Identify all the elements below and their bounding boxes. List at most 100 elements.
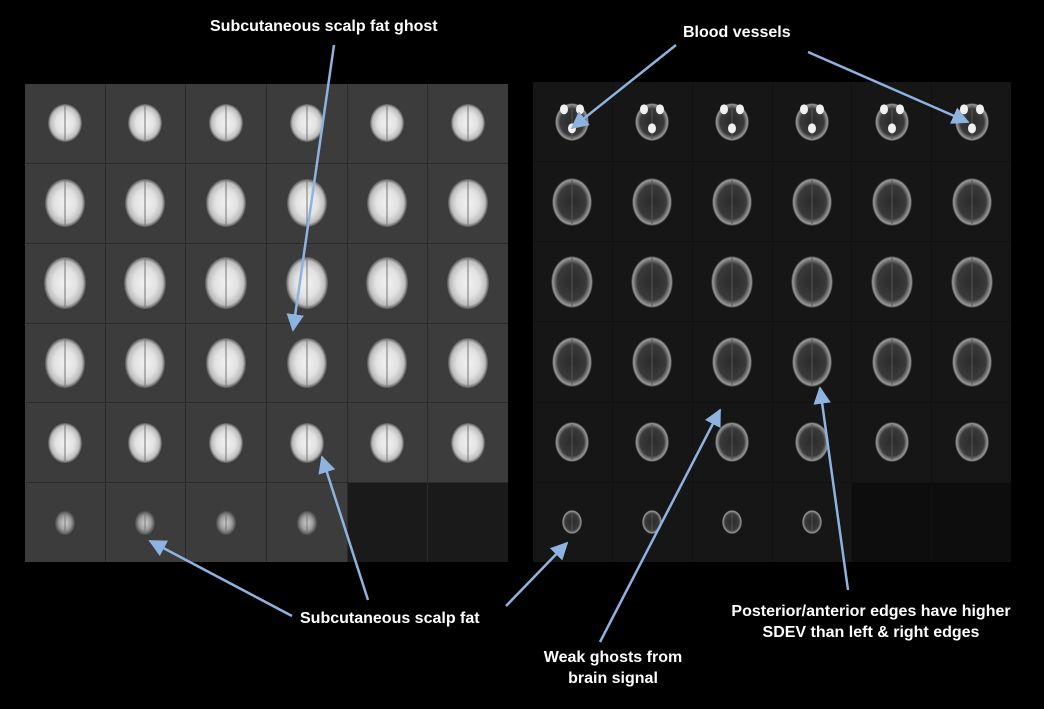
mosaic-cell	[932, 82, 1011, 162]
mosaic-cell	[772, 162, 852, 242]
sdev-image-mosaic	[533, 82, 1011, 562]
mosaic-cell	[533, 82, 612, 162]
brain-slice	[451, 422, 486, 463]
brain-slice	[47, 422, 82, 463]
brain-slice	[370, 422, 405, 463]
mosaic-cell	[852, 322, 932, 402]
brain-slice	[552, 177, 593, 226]
mosaic-cell	[932, 402, 1011, 482]
mosaic-cell	[772, 402, 852, 482]
mosaic-cell	[428, 163, 508, 243]
brain-slice	[128, 422, 163, 463]
mosaic-cell	[852, 162, 932, 242]
mosaic-cell	[772, 482, 852, 562]
brain-slice	[289, 422, 324, 463]
brain-slice	[366, 257, 409, 310]
mosaic-cell	[266, 243, 347, 323]
mean-image-mosaic	[25, 84, 508, 562]
mosaic-cell	[428, 483, 508, 562]
mosaic-cell	[692, 162, 772, 242]
label-weak-ghosts: Weak ghosts from brain signal	[523, 648, 703, 690]
brain-slice	[135, 510, 156, 535]
brain-slice	[285, 257, 328, 310]
mosaic-cell	[266, 84, 347, 163]
label-scalp-fat-ghost: Subcutaneous scalp fat ghost	[210, 18, 438, 35]
brain-slice	[954, 422, 989, 463]
mosaic-cell	[105, 483, 186, 562]
mosaic-cell	[612, 402, 692, 482]
brain-slice	[791, 337, 832, 388]
mosaic-cell	[25, 323, 105, 403]
mosaic-cell	[266, 483, 347, 562]
mosaic-cell	[428, 84, 508, 163]
brain-slice	[712, 177, 753, 226]
mosaic-cell	[932, 322, 1011, 402]
brain-slice	[715, 102, 750, 141]
brain-slice	[870, 255, 913, 308]
mosaic-cell	[105, 403, 186, 483]
brain-slice	[44, 337, 85, 388]
mosaic-cell	[186, 323, 266, 403]
brain-slice	[715, 422, 750, 463]
brain-slice	[206, 179, 247, 228]
brain-slice	[54, 510, 75, 535]
mosaic-cell	[266, 323, 347, 403]
mosaic-cell	[186, 483, 266, 562]
mosaic-cell	[347, 483, 428, 562]
mosaic-cell	[347, 403, 428, 483]
brain-slice	[124, 257, 167, 310]
label-weak-ghosts-line1: Weak ghosts from	[543, 649, 683, 666]
brain-slice	[448, 179, 489, 228]
brain-slice	[128, 104, 163, 143]
mosaic-cell	[533, 402, 612, 482]
mosaic-cell	[428, 403, 508, 483]
brain-slice	[552, 337, 593, 388]
brain-slice	[451, 104, 486, 143]
mosaic-cell	[772, 82, 852, 162]
mosaic-cell	[932, 162, 1011, 242]
brain-slice	[296, 510, 317, 535]
brain-slice	[632, 177, 673, 226]
label-edges-line2: SDEV than left & right edges	[762, 623, 980, 641]
brain-slice	[711, 255, 754, 308]
mosaic-cell	[266, 403, 347, 483]
label-scalp-fat: Subcutaneous scalp fat	[300, 610, 480, 627]
brain-slice	[551, 255, 594, 308]
mosaic-cell	[772, 322, 852, 402]
brain-slice	[954, 102, 989, 141]
brain-slice	[871, 337, 912, 388]
brain-slice	[712, 337, 753, 388]
mosaic-cell	[533, 322, 612, 402]
mosaic-cell	[772, 242, 852, 322]
mosaic-cell	[186, 243, 266, 323]
brain-slice	[447, 257, 490, 310]
brain-slice	[289, 104, 324, 143]
mosaic-cell	[692, 402, 772, 482]
brain-slice	[205, 257, 248, 310]
brain-slice	[216, 510, 237, 535]
brain-slice	[125, 179, 166, 228]
brain-slice	[871, 177, 912, 226]
brain-slice	[794, 102, 829, 141]
mosaic-cell	[266, 163, 347, 243]
brain-slice	[367, 179, 408, 228]
mosaic-cell	[25, 243, 105, 323]
mosaic-cell	[186, 163, 266, 243]
brain-slice	[44, 179, 85, 228]
label-edges-line1: Posterior/anterior edges have higher	[731, 603, 1011, 620]
mosaic-cell	[186, 403, 266, 483]
mosaic-cell	[612, 82, 692, 162]
brain-slice	[635, 422, 670, 463]
brain-slice	[43, 257, 86, 310]
mosaic-cell	[852, 242, 932, 322]
brain-slice	[206, 337, 247, 388]
brain-slice	[874, 422, 909, 463]
brain-slice	[631, 255, 674, 308]
brain-slice	[632, 337, 673, 388]
brain-slice	[555, 422, 590, 463]
brain-slice	[801, 510, 822, 535]
brain-slice	[370, 104, 405, 143]
mosaic-cell	[347, 243, 428, 323]
mosaic-cell	[25, 483, 105, 562]
mosaic-cell	[428, 323, 508, 403]
